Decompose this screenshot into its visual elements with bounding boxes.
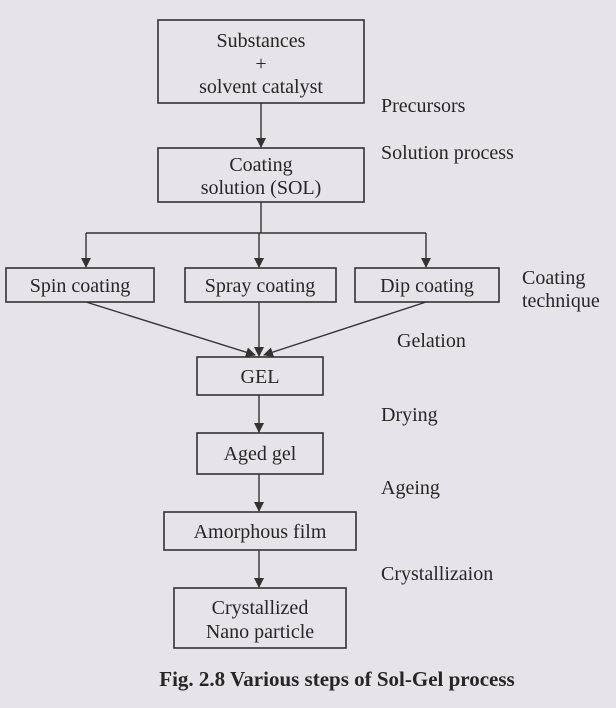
node-aged-gel: Aged gel (196, 432, 324, 475)
label-gelation: Gelation (397, 330, 466, 352)
node-gel: GEL (196, 356, 324, 396)
sol-text-1: Coating (229, 154, 292, 176)
node-spin-coating: Spin coating (5, 267, 155, 303)
substances-text: Substances (217, 30, 306, 52)
plus-text: + (255, 53, 266, 75)
arrow-dip-to-gel (263, 301, 427, 357)
spray-text: Spray coating (205, 275, 316, 297)
label-coating: Coating (522, 267, 585, 289)
arrow-spin-to-gel (85, 301, 256, 358)
crystallized-text-1: Crystallized (212, 597, 309, 619)
crystallized-text-2: Nano particle (206, 621, 314, 643)
node-spray-coating: Spray coating (184, 267, 337, 303)
label-precursors: Precursors (381, 95, 466, 117)
node-sol: Coating solution (SOL) (157, 147, 365, 203)
label-drying: Drying (381, 404, 438, 426)
node-crystallized: Crystallized Nano particle (173, 587, 347, 649)
node-amorphous-film: Amorphous film (163, 511, 357, 551)
label-technique: technique (522, 290, 600, 312)
dip-text: Dip coating (380, 275, 474, 297)
solvent-catalyst-text: solvent catalyst (199, 76, 323, 98)
label-ageing: Ageing (381, 477, 440, 499)
sol-text-2: solution (SOL) (201, 177, 322, 199)
spin-text: Spin coating (30, 275, 131, 297)
amorphous-text: Amorphous film (194, 521, 327, 543)
node-dip-coating: Dip coating (354, 267, 500, 303)
aged-gel-text: Aged gel (224, 443, 297, 465)
figure-caption: Fig. 2.8 Various steps of Sol-Gel proces… (159, 667, 514, 691)
gel-text: GEL (241, 366, 280, 388)
label-crystallization: Crystallizaion (381, 563, 493, 585)
node-substances: Substances + solvent catalyst (157, 19, 365, 104)
label-solution-process: Solution process (381, 142, 514, 164)
